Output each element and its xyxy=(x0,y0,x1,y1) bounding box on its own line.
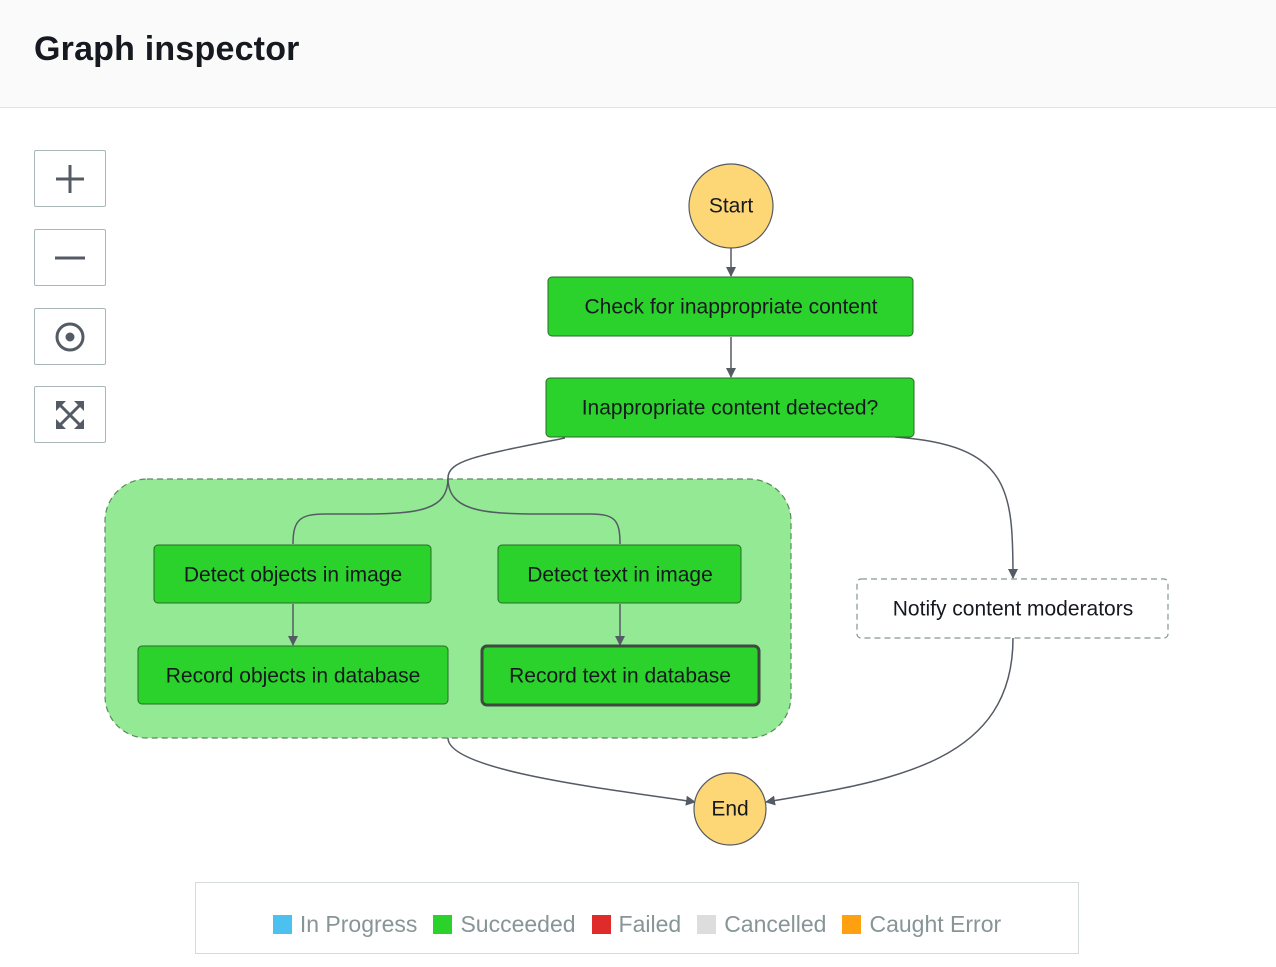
state-check-content[interactable]: Check for inappropriate content xyxy=(547,276,914,337)
state-record-text[interactable]: Record text in database xyxy=(480,644,761,707)
state-detect-objects[interactable]: Detect objects in image xyxy=(153,544,432,604)
legend-label: Caught Error xyxy=(869,910,1002,937)
legend-failed: Failed xyxy=(591,910,682,938)
legend-succeeded: Succeeded xyxy=(433,910,576,938)
start-node[interactable]: Start xyxy=(688,163,774,249)
state-record-text-label: Record text in database xyxy=(509,665,731,688)
state-detect-text[interactable]: Detect text in image xyxy=(497,544,742,604)
legend-label: Succeeded xyxy=(460,910,576,937)
status-legend: In Progress Succeeded Failed Cancelled C… xyxy=(195,882,1079,954)
minus-icon xyxy=(55,256,85,259)
end-label: End xyxy=(711,798,748,821)
legend-swatch xyxy=(842,914,862,934)
legend-swatch xyxy=(433,914,453,934)
legend-label: Cancelled xyxy=(724,910,827,937)
legend-label: In Progress xyxy=(299,910,418,937)
start-label: Start xyxy=(709,195,754,218)
legend-caught-error: Caught Error xyxy=(842,911,1001,938)
state-choice-label: Inappropriate content detected? xyxy=(582,397,879,420)
expand-arrows-icon xyxy=(56,400,84,429)
legend-swatch xyxy=(272,914,292,934)
end-node[interactable]: End xyxy=(693,772,767,846)
state-content-detected-choice[interactable]: Inappropriate content detected? xyxy=(545,377,915,438)
legend-swatch xyxy=(697,914,717,934)
legend-swatch xyxy=(591,914,611,934)
center-button[interactable] xyxy=(34,308,106,365)
state-record-objects[interactable]: Record objects in database xyxy=(137,645,449,705)
state-check-content-label: Check for inappropriate content xyxy=(584,296,877,319)
legend-label: Failed xyxy=(618,910,682,937)
zoom-out-button[interactable] xyxy=(34,229,106,286)
plus-icon xyxy=(56,164,84,193)
state-record-objects-label: Record objects in database xyxy=(166,665,421,688)
state-detect-text-label: Detect text in image xyxy=(527,564,713,587)
state-notify-moderators[interactable]: Notify content moderators xyxy=(856,578,1169,639)
zoom-in-button[interactable] xyxy=(34,150,106,207)
target-icon xyxy=(55,322,85,351)
page-title: Graph inspector xyxy=(34,30,300,68)
graph-edges xyxy=(288,248,1018,806)
page-header: Graph inspector xyxy=(0,0,1276,108)
legend-cancelled: Cancelled xyxy=(697,911,826,938)
fit-button[interactable] xyxy=(34,386,106,443)
state-notify-label: Notify content moderators xyxy=(893,598,1133,621)
legend-in-progress: In Progress xyxy=(272,910,418,938)
state-detect-objects-label: Detect objects in image xyxy=(184,564,402,587)
